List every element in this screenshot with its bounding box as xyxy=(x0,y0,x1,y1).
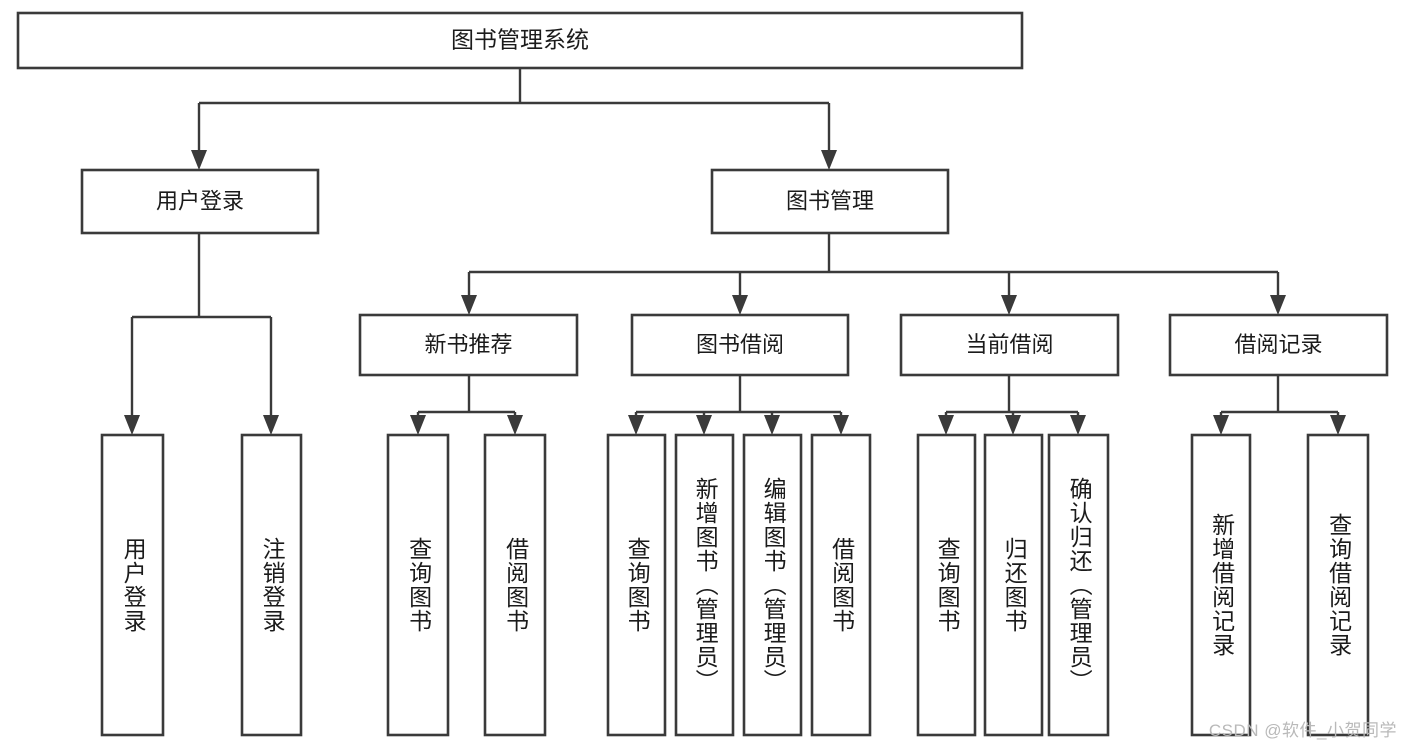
node-box-level3-1[interactable] xyxy=(630,313,850,377)
leaf-box-g0-0[interactable] xyxy=(386,433,450,737)
leaf-box-g1-2[interactable] xyxy=(742,433,803,737)
leaf-box-g1-0[interactable] xyxy=(606,433,667,737)
node-label-level3-2: 当前借阅 xyxy=(965,332,1053,357)
node-label-level3-3: 借阅记录 xyxy=(1234,332,1322,357)
node-box-level2-0[interactable] xyxy=(80,168,320,235)
group-branch-0-arrow xyxy=(461,295,477,315)
leaf-box-g2-2[interactable] xyxy=(1047,433,1110,737)
level3-1-branch-2-arrow xyxy=(764,415,780,435)
level3-2-branch-0-arrow xyxy=(938,415,954,435)
node-label-root: 图书管理系统 xyxy=(451,27,589,53)
level3-0-branch-0-arrow xyxy=(410,415,426,435)
root-branch-0-arrow xyxy=(191,150,207,170)
level3-0-branch-1-arrow xyxy=(507,415,523,435)
leaf-box-g2-0[interactable] xyxy=(916,433,977,737)
level3-2-branch-1-arrow xyxy=(1005,415,1021,435)
group-branch-3-arrow xyxy=(1270,295,1286,315)
leaf-box-g1-1[interactable] xyxy=(674,433,735,737)
level3-2-branch-2-arrow xyxy=(1070,415,1086,435)
node-box-level3-3[interactable] xyxy=(1168,313,1389,377)
node-box-level3-0[interactable] xyxy=(358,313,579,377)
level2-0-branch-1-arrow xyxy=(263,415,279,435)
leaf-box-0-0[interactable] xyxy=(100,433,165,737)
node-label-level2-1: 图书管理 xyxy=(786,188,874,213)
watermark: CSDN @软件_小贺同学 xyxy=(1208,721,1397,740)
node-box-root[interactable] xyxy=(16,11,1024,70)
leaf-box-g3-0[interactable] xyxy=(1190,433,1252,737)
node-label-level3-0: 新书推荐 xyxy=(424,332,512,357)
node-box-level3-2[interactable] xyxy=(899,313,1120,377)
leaf-box-g0-1[interactable] xyxy=(483,433,547,737)
node-label-level2-0: 用户登录 xyxy=(156,188,244,213)
group-branch-2-arrow xyxy=(1001,295,1017,315)
node-label-level3-1: 图书借阅 xyxy=(696,332,784,357)
level3-1-branch-0-arrow xyxy=(628,415,644,435)
leaf-box-g3-1[interactable] xyxy=(1306,433,1370,737)
node-box-level2-1[interactable] xyxy=(710,168,950,235)
leaf-box-g1-3[interactable] xyxy=(810,433,872,737)
level3-1-branch-3-arrow xyxy=(833,415,849,435)
level3-1-branch-1-arrow xyxy=(696,415,712,435)
leaf-box-0-1[interactable] xyxy=(240,433,303,737)
connectors-layer xyxy=(124,68,1346,435)
group-branch-1-arrow xyxy=(732,295,748,315)
leaf-box-g2-1[interactable] xyxy=(983,433,1044,737)
root-branch-1-arrow xyxy=(821,150,837,170)
level2-0-branch-0-arrow xyxy=(124,415,140,435)
level3-3-branch-1-arrow xyxy=(1330,415,1346,435)
level3-3-branch-0-arrow xyxy=(1213,415,1229,435)
